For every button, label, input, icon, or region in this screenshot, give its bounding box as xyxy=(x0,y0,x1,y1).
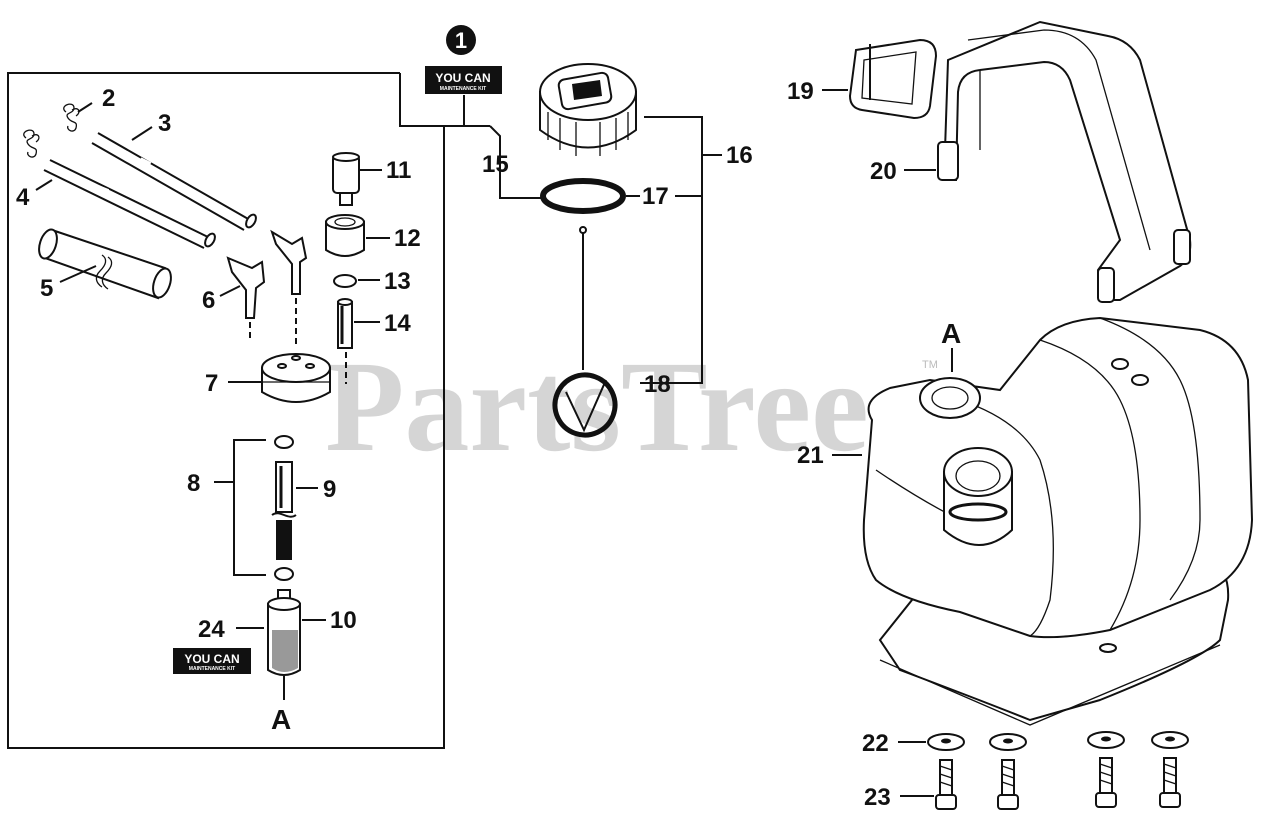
callout-12: 12 xyxy=(394,225,421,252)
connector-a-top: A xyxy=(941,318,961,349)
callout-20: 20 xyxy=(870,158,897,185)
callout-21: 21 xyxy=(797,442,824,469)
fuel-cap-16[interactable] xyxy=(539,63,637,156)
sleeve-14[interactable] xyxy=(337,298,353,349)
screws-23[interactable] xyxy=(935,757,1181,810)
kit-logo-top xyxy=(425,66,502,94)
bracket-8 xyxy=(233,439,266,576)
fuel-line-3[interactable] xyxy=(91,132,258,231)
callout-5: 5 xyxy=(40,275,53,302)
hose-9[interactable] xyxy=(271,461,297,560)
hose-sleeve-5[interactable] xyxy=(36,227,174,300)
hose-clip-4[interactable] xyxy=(23,129,40,158)
callout-17: 17 xyxy=(642,183,669,210)
fuel-tank-21[interactable] xyxy=(862,316,1254,726)
elbow-fitting-6[interactable] xyxy=(226,229,308,345)
callout-4: 4 xyxy=(16,184,30,211)
kit-logo-top-line1: YOU CAN xyxy=(435,71,490,85)
grommet-nut-12[interactable] xyxy=(325,214,365,257)
callout-9: 9 xyxy=(323,476,336,503)
guard-20[interactable] xyxy=(937,20,1192,303)
callout-24: 24 xyxy=(198,616,225,643)
callout-22: 22 xyxy=(862,730,889,757)
fuel-line-4[interactable] xyxy=(43,159,217,249)
callout-13: 13 xyxy=(384,268,411,295)
callout-18: 18 xyxy=(644,371,671,398)
callout-7: 7 xyxy=(205,370,218,397)
kit-number: 1 xyxy=(455,28,467,53)
leader-lines xyxy=(35,89,936,797)
grommet-7[interactable] xyxy=(261,353,331,403)
strainer-18[interactable] xyxy=(547,226,624,443)
fuel-filter-10[interactable] xyxy=(267,589,301,676)
kit-number-circle xyxy=(446,25,476,55)
air-filter-19[interactable] xyxy=(848,38,938,120)
kit-logo-lower-line1: YOU CAN xyxy=(184,652,239,666)
callout-numbers: 2 3 4 5 6 7 8 9 10 11 12 13 14 15 16 17 … xyxy=(16,78,961,811)
kit-group-box xyxy=(7,72,545,749)
callout-23: 23 xyxy=(864,784,891,811)
watermark-trademark: TM xyxy=(922,359,938,371)
callout-2: 2 xyxy=(102,85,115,112)
o-ring-8-bottom[interactable] xyxy=(274,567,294,581)
callout-11: 11 xyxy=(386,157,411,184)
callout-10: 10 xyxy=(330,607,357,634)
kit-badge-lower[interactable]: YOU CAN MAINTENANCE KIT xyxy=(173,648,251,674)
callout-14: 14 xyxy=(384,310,411,337)
filler-cap-11[interactable] xyxy=(332,152,360,206)
o-ring-8-top[interactable] xyxy=(274,435,294,449)
hose-clip-2[interactable] xyxy=(63,103,80,132)
callout-3: 3 xyxy=(158,110,171,137)
kit-logo-lower-line2: MAINTENANCE KIT xyxy=(189,666,235,672)
callout-16: 16 xyxy=(726,142,753,169)
connector-a-bottom: A xyxy=(271,704,291,735)
callout-15: 15 xyxy=(482,151,509,178)
callout-19: 19 xyxy=(787,78,814,105)
kit-logo-top-line2: MAINTENANCE KIT xyxy=(440,86,486,92)
bracket-16-18 xyxy=(626,116,722,384)
callout-8: 8 xyxy=(187,470,200,497)
gasket-17[interactable] xyxy=(540,178,626,214)
kit-logo-lower xyxy=(173,648,251,674)
washers-22[interactable] xyxy=(927,731,1189,751)
callout-6: 6 xyxy=(202,287,215,314)
o-ring-13[interactable] xyxy=(333,274,357,288)
kit-badge-top[interactable]: 1 YOU CAN MAINTENANCE KIT xyxy=(425,25,502,94)
watermark: PartsTree xyxy=(325,335,869,479)
